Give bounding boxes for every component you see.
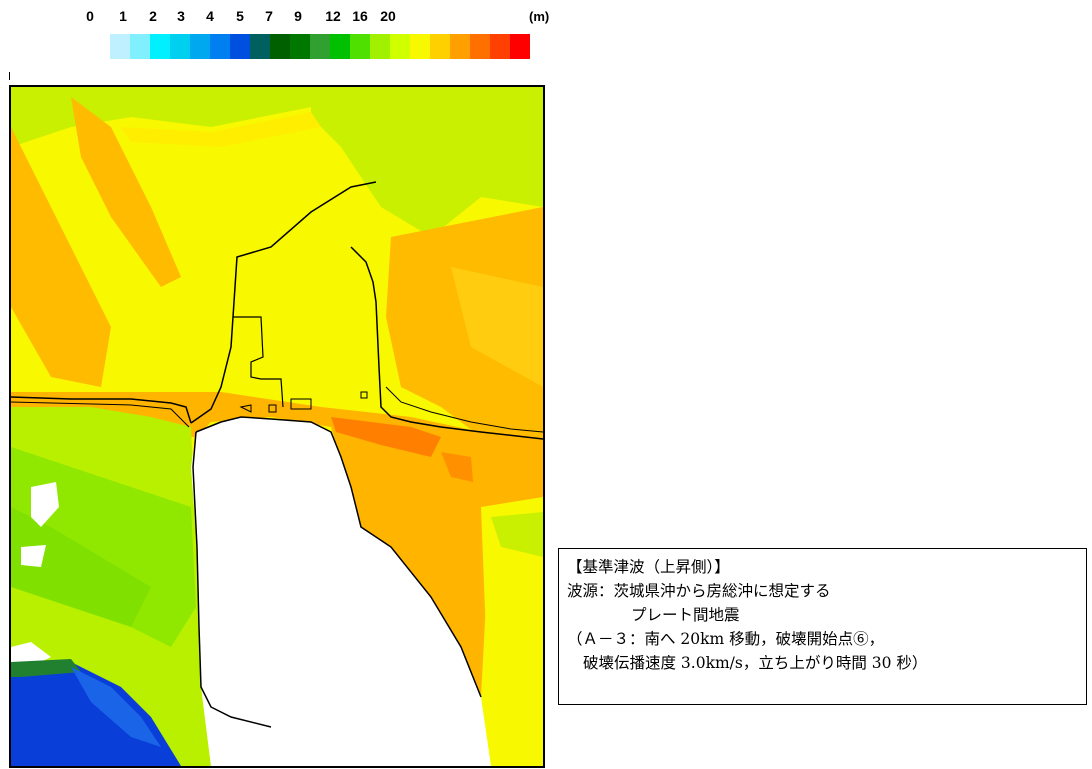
islet-left-1 [31,482,59,527]
info-parameters-line: 破壊伝播速度 3.0km/s，立ち上がり時間 30 秒） [583,654,928,672]
coastline-west [192,431,272,728]
zone-lower-right-green [491,512,543,557]
legend-swatch [250,34,270,59]
legend-swatch [110,34,130,59]
north-breakwater [190,181,377,424]
map-corner-mark [9,72,10,80]
legend-swatch [370,34,390,59]
legend-swatch [270,34,290,59]
zone-ocean-mid [71,667,161,747]
east-breakwater-2 [385,386,543,433]
breakwater-west [11,396,192,424]
info-title: 【基準津波（上昇側）】 [567,558,730,576]
coastline-harbor [195,416,482,698]
land-white-area [191,417,491,766]
legend-swatch [210,34,230,59]
legend-tick-label: 3 [177,8,185,24]
inner-quay [233,316,284,408]
legend-swatch [330,34,350,59]
zone-top-left-9m [11,87,311,147]
legend-swatch [490,34,510,59]
legend-tick-label: 9 [294,8,302,24]
tsunami-height-map [9,85,545,768]
legend-swatch [430,34,450,59]
legend-tick-label: 1 [119,8,127,24]
legend-tick-label: 12 [325,8,341,24]
islet-left-2 [21,545,46,567]
zone-right-orange-light [451,267,543,387]
zone-left-orange [11,127,111,387]
zone-coast-hot [331,417,441,457]
info-source-line: 波源：茨城県沖から房総沖に想定する [567,582,831,600]
zone-diagonal-orange [71,97,181,287]
legend-swatch [350,34,370,59]
legend-swatch [310,34,330,59]
legend-swatch [470,34,490,59]
map-graphic [11,87,543,766]
zone-ocean-edge-green [11,659,81,677]
legend-unit: (m) [529,9,550,24]
zone-top-band [121,112,321,147]
legend-swatch [230,34,250,59]
legend-tick-label: 7 [265,8,273,24]
zone-top-right-9m [311,87,543,237]
info-case-line: （Ａ－３：南へ 20km 移動，破壊開始点⑥， [567,630,885,648]
legend-swatch [290,34,310,59]
legend-swatch [170,34,190,59]
legend-tick-label: 20 [380,8,396,24]
legend-swatch [390,34,410,59]
legend-tick-label: 5 [236,8,244,24]
tsunami-info-box: 【基準津波（上昇側）】 波源：茨城県沖から房総沖に想定する プレート間地震 （Ａ… [558,548,1087,705]
breakwater-west-2 [11,401,190,428]
legend-swatch [410,34,430,59]
legend-swatch [450,34,470,59]
east-breakwater [350,246,543,440]
zone-lower-right [481,497,543,766]
legend-swatch [190,34,210,59]
legend-color-bar [110,34,530,59]
legend-swatch [510,34,530,59]
zone-right-orange [386,207,543,447]
legend-tick-label: 16 [352,8,368,24]
zone-coastal-orange [11,392,543,697]
legend-swatch [130,34,150,59]
legend-tick-label: 2 [149,8,157,24]
zone-lower-left-green-2 [11,507,151,627]
legend-tick-label: 0 [86,8,94,24]
info-source-line-2: プレート間地震 [631,606,740,624]
legend-swatch [150,34,170,59]
zone-coast-hot-2 [441,452,473,482]
zone-ocean-deep [11,662,181,766]
legend-tick-label: 4 [206,8,214,24]
harbor-structures [239,391,368,413]
